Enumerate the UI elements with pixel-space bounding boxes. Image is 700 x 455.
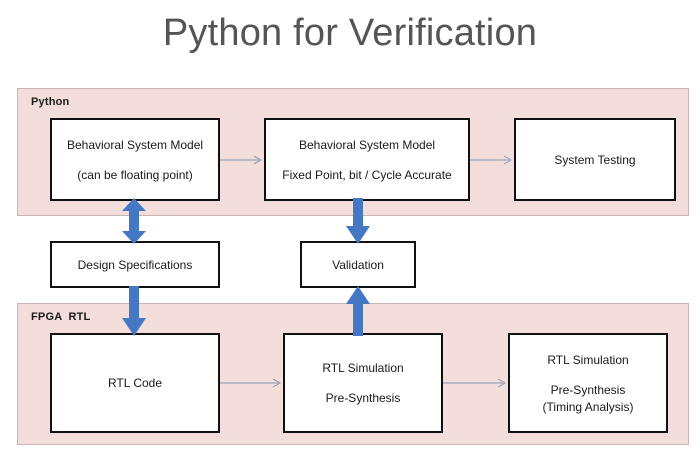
box-line: Pre-Synthesis (550, 382, 626, 397)
box-line: RTL Simulation (322, 361, 404, 375)
box-validation[interactable]: Validation (300, 241, 416, 288)
box-line: RTL Code (107, 376, 163, 390)
box-line: RTL Simulation (547, 352, 629, 367)
box-line: Fixed Point, bit / Cycle Accurate (282, 167, 452, 182)
panel-python-label: Python (31, 96, 70, 108)
panel-fpga-rtl-label: FPGA RTL (31, 311, 91, 323)
box-behavioral-model-float[interactable]: Behavioral System Model (can be floating… (50, 118, 220, 201)
box-rtl-code[interactable]: RTL Code (50, 333, 220, 433)
box-rtl-simulation-timing[interactable]: RTL Simulation Pre-Synthesis (Timing Ana… (508, 333, 668, 433)
box-system-testing[interactable]: System Testing (514, 118, 676, 201)
box-behavioral-model-fixed[interactable]: Behavioral System Model Fixed Point, bit… (264, 118, 470, 201)
box-line: (can be floating point) (77, 167, 193, 182)
box-line: (Timing Analysis) (542, 399, 634, 414)
box-line: System Testing (554, 152, 636, 167)
box-line: Design Specifications (77, 257, 193, 272)
box-line: Pre-Synthesis (325, 391, 401, 405)
box-line: Behavioral System Model (298, 137, 436, 152)
box-line: Validation (332, 257, 384, 272)
box-rtl-simulation-pre-synthesis[interactable]: RTL Simulation Pre-Synthesis (283, 333, 443, 433)
page-title: Python for Verification (162, 12, 538, 54)
box-design-specifications[interactable]: Design Specifications (50, 241, 220, 288)
box-line: Behavioral System Model (66, 137, 204, 152)
